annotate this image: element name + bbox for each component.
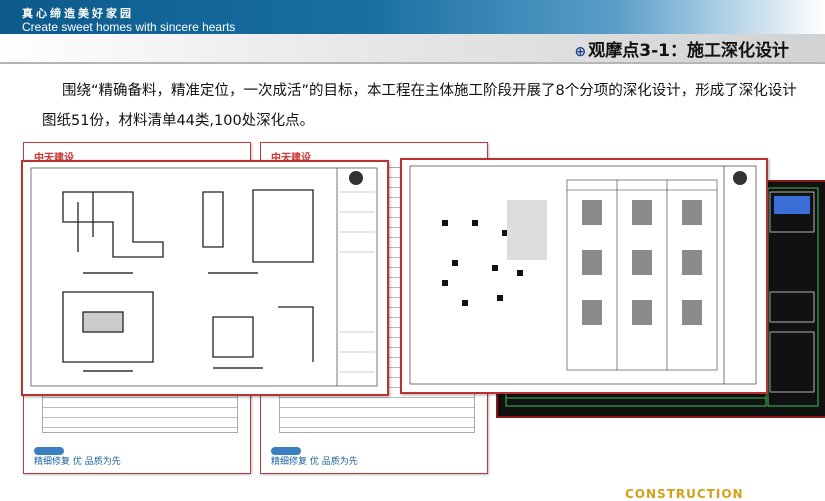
footer-brand-logo: CONSTRUCTION (625, 487, 744, 501)
footer-brand-text: CONSTRUCTION (625, 487, 744, 501)
slogan-en: Create sweet homes with sincere hearts (22, 20, 236, 34)
slide-title-text: 观摩点3-1：施工深化设计 (588, 41, 789, 61)
doc-badge (34, 447, 64, 455)
header-banner: 真心缔造美好家园 Create sweet homes with sincere… (0, 0, 825, 34)
company-logo: 中天建设 (34, 153, 74, 164)
slide-title: ⊕观摩点3-1：施工深化设计 (575, 36, 789, 61)
slide-title-bar: ⊕观摩点3-1：施工深化设计 (0, 34, 825, 64)
doc-footer-text: 精细修复 优 品质为先 (271, 457, 358, 467)
slogan-cn: 真心缔造美好家园 (22, 7, 134, 20)
slide-paragraph: 围绕“精确备料，精准定位，一次成活”的目标，本工程在主体施工阶段开展了8个分项的… (42, 83, 797, 129)
floor-plan-drawing (21, 160, 389, 396)
floor-plan-graphic (30, 167, 378, 387)
structural-detail-drawing (400, 158, 768, 394)
doc-badge (271, 447, 301, 455)
company-logo: 中天建设 (271, 153, 311, 164)
doc-footer-text: 精细修复 优 品质为先 (34, 457, 121, 467)
structural-detail-graphic (409, 165, 757, 385)
target-icon: ⊕ (574, 44, 587, 60)
